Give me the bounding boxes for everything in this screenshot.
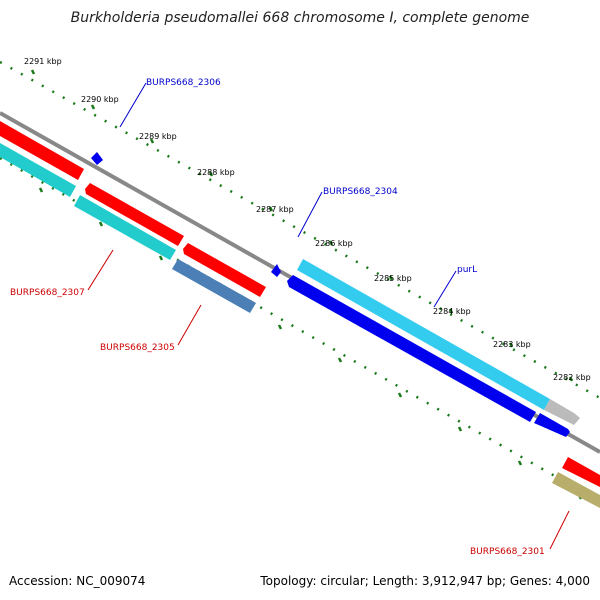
gene-2306-arrow: [91, 152, 103, 165]
major-tick: [149, 138, 155, 144]
leader-2305: [177, 304, 202, 346]
label-2301: BURPS668_2301: [470, 547, 545, 557]
gene-blue-purL-small: [534, 413, 570, 437]
kbp-label: 2282 kbp: [553, 373, 591, 382]
major-tick: [30, 69, 36, 75]
leader-2301: [549, 510, 570, 550]
leader-2307: [87, 249, 114, 291]
major-tick: [90, 104, 96, 110]
kbp-label: 2284 kbp: [433, 307, 471, 316]
major-tick: [98, 221, 104, 227]
label-2304: BURPS668_2304: [323, 187, 398, 197]
accession-text: Accession: NC_009074: [9, 574, 146, 588]
kbp-label: 2283 kbp: [493, 340, 531, 349]
inner-tick-track: [0, 156, 600, 504]
major-tick: [277, 324, 283, 330]
gene-red-2301: [562, 457, 600, 487]
gene-cyan-left: [0, 143, 76, 197]
kbp-label: 2289 kbp: [139, 132, 177, 141]
major-tick: [208, 171, 214, 177]
gene-blue-purL: [287, 275, 536, 422]
gene-cyan-2307: [74, 195, 176, 260]
leader-2304: [297, 191, 323, 238]
label-2306: BURPS668_2306: [146, 78, 221, 88]
leader-2306: [119, 82, 147, 128]
gene-2304-arrow: [271, 264, 281, 277]
major-tick: [457, 426, 463, 432]
major-tick: [158, 255, 164, 261]
gene-steel-2305: [172, 259, 256, 313]
major-tick: [508, 342, 514, 348]
gene-khaki-2301: [552, 472, 600, 508]
kbp-label: 2291 kbp: [24, 57, 62, 66]
major-tick: [328, 240, 334, 246]
major-tick: [397, 392, 403, 398]
gene-red-2305: [183, 243, 266, 297]
leader-purL: [433, 270, 457, 308]
kbp-label: 2290 kbp: [81, 95, 119, 104]
major-tick: [568, 376, 574, 382]
major-tick: [268, 206, 274, 212]
kbp-label: 2286 kbp: [315, 239, 353, 248]
kbp-label: 2285 kbp: [374, 274, 412, 283]
gene-red-left: [0, 121, 84, 180]
kbp-label: 2287 kbp: [256, 205, 294, 214]
label-2305: BURPS668_2305: [100, 343, 175, 353]
major-ticks: [30, 69, 583, 500]
major-tick: [517, 460, 523, 466]
major-tick: [337, 357, 343, 363]
label-2307: BURPS668_2307: [10, 288, 85, 298]
label-purL: purL: [457, 265, 477, 275]
major-tick: [38, 187, 44, 193]
kbp-label: 2288 kbp: [197, 168, 235, 177]
gene-lightblue-2304: [297, 259, 550, 410]
gene-grey-purL-end: [544, 399, 580, 425]
major-tick: [448, 308, 454, 314]
gene-red-2307: [85, 183, 184, 246]
major-tick: [388, 275, 394, 281]
genome-summary-text: Topology: circular; Length: 3,912,947 bp…: [260, 574, 590, 588]
map-title: Burkholderia pseudomallei 668 chromosome…: [70, 10, 530, 26]
